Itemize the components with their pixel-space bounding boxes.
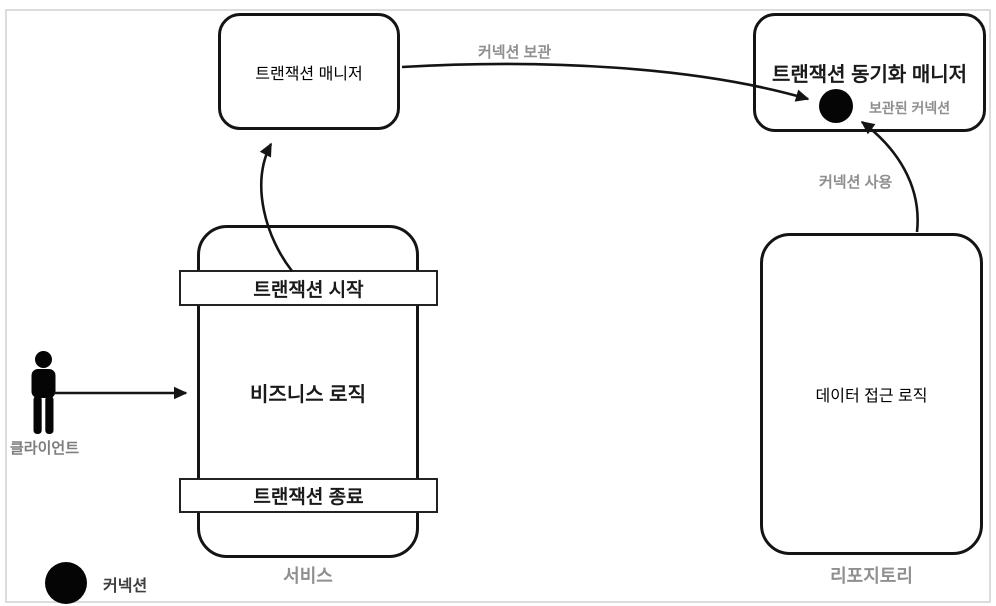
legend-connection-label: 커넥션 (103, 578, 148, 595)
sync-manager-label: 트랜잭션 동기화 매니저 (771, 64, 968, 86)
store-connection-edge-label: 커넥션 보관 (478, 44, 552, 61)
transaction-start-bar: 트랜잭션 시작 (179, 270, 438, 306)
node-repository: 데이터 접근 로직 (760, 233, 983, 555)
service-caption: 서비스 (283, 566, 333, 586)
transaction-manager-label: 트랜잭션 매니저 (255, 65, 363, 83)
transaction-end-bar: 트랜잭션 종료 (179, 478, 438, 513)
client-label: 클라이언트 (10, 440, 80, 457)
legend-connection-dot-icon (45, 562, 87, 604)
data-access-logic-label: 데이터 접근 로직 (815, 388, 928, 405)
stored-connection-label: 보관된 커넥션 (869, 100, 951, 116)
stored-connection-dot-icon (819, 89, 853, 123)
node-transaction-manager: 트랜잭션 매니저 (218, 13, 400, 130)
client-person-icon (31, 351, 56, 434)
repository-caption: 리포지토리 (830, 566, 913, 586)
business-logic-label: 비즈니스 로직 (250, 384, 366, 406)
use-connection-edge-label: 커넥션 사용 (819, 174, 893, 191)
